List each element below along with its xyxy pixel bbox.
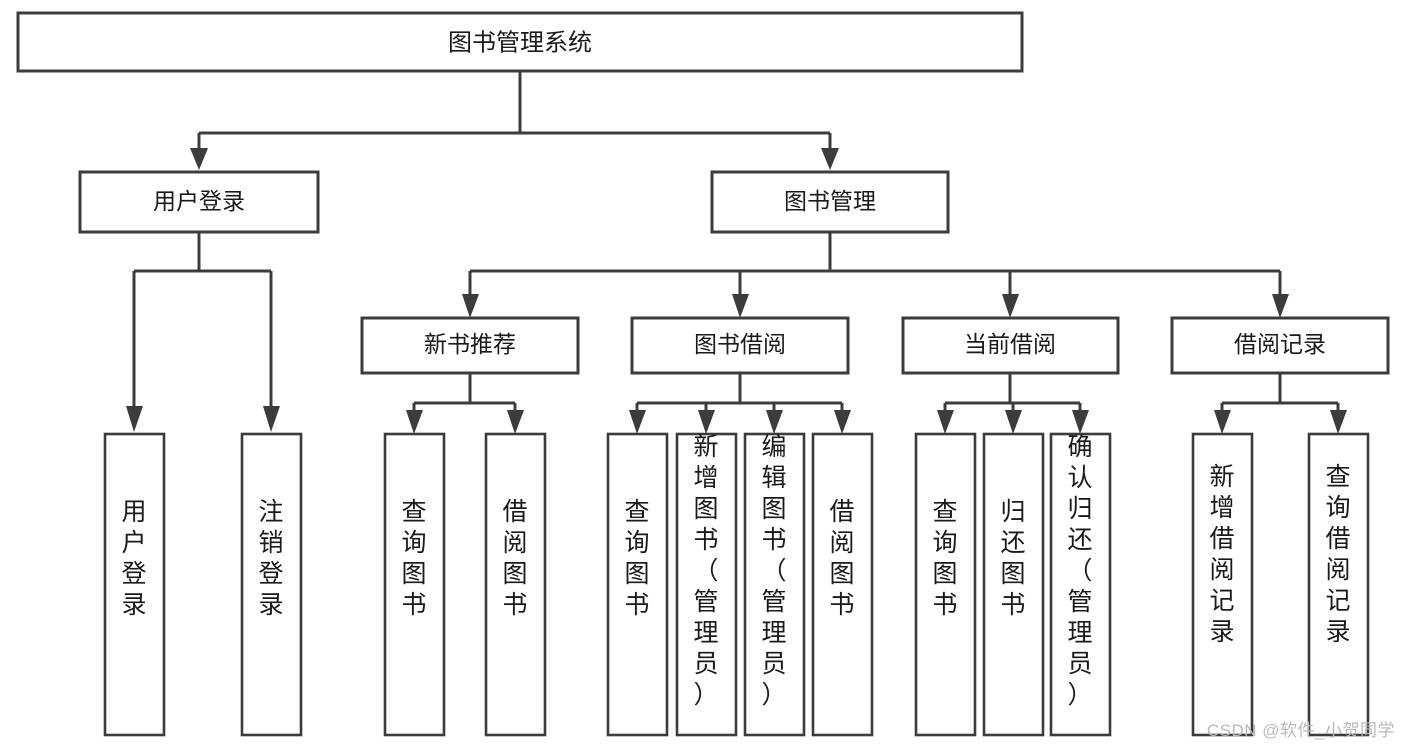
node-book-borrow-box[interactable] (630, 316, 850, 375)
arrowhead-leaf-user-login (126, 406, 143, 432)
node-leaf-edit-book-box[interactable] (743, 432, 806, 737)
node-leaf-add-book-box[interactable] (675, 432, 738, 737)
arrowhead-leaf-add-record (1214, 410, 1231, 434)
node-new-book-rec[interactable]: 新书推荐 (360, 316, 580, 375)
node-new-book-rec-box[interactable] (360, 316, 580, 375)
arrowhead-leaf-query-book-2 (629, 410, 646, 434)
arrowhead-leaf-confirm-return (1072, 410, 1089, 434)
node-leaf-query-book-2-label: 查询图书 (624, 498, 649, 619)
node-leaf-query-book-1-box[interactable] (383, 432, 446, 737)
node-leaf-edit-book-label: 编辑图书（管理员） (761, 433, 786, 709)
node-leaf-return-book-box[interactable] (982, 432, 1045, 737)
node-borrow-record-box[interactable] (1170, 316, 1390, 375)
node-leaf-borrow-book-1-label: 借阅图书 (502, 498, 527, 619)
arrowhead-leaf-query-book-3 (937, 410, 954, 434)
node-leaf-borrow-book-2-box[interactable] (811, 432, 874, 737)
node-leaf-confirm-return-box[interactable] (1049, 432, 1112, 737)
connector-layer (126, 71, 1347, 434)
node-leaf-query-book-2-box[interactable] (606, 432, 669, 737)
node-root[interactable]: 图书管理系统 (16, 11, 1024, 73)
node-leaf-user-logout-box[interactable] (240, 432, 303, 737)
arrowhead-leaf-borrow-book-2 (834, 410, 851, 434)
arrowhead-user-login (190, 148, 208, 170)
node-leaf-query-book-2[interactable]: 查询图书 (606, 432, 669, 737)
node-leaf-query-record[interactable]: 查询借阅记录 (1307, 432, 1370, 737)
node-leaf-query-record-box[interactable] (1307, 432, 1370, 737)
node-leaf-add-book[interactable]: 新增图书（管理员） (675, 432, 738, 737)
node-leaf-return-book-label: 归还图书 (1000, 498, 1025, 619)
arrowhead-book-borrow (732, 294, 749, 318)
node-leaf-borrow-book-2[interactable]: 借阅图书 (811, 432, 874, 737)
node-leaf-user-login-label: 用户登录 (121, 498, 146, 619)
arrowhead-borrow-record (1272, 294, 1289, 318)
node-leaf-query-book-3-label: 查询图书 (932, 498, 957, 619)
node-leaf-user-logout-label: 注销登录 (258, 498, 283, 619)
arrowhead-leaf-edit-book (766, 410, 783, 434)
node-book-manage-label: 图书管理 (784, 188, 876, 214)
node-current-borrow-box[interactable] (901, 316, 1120, 375)
node-current-borrow-label: 当前借阅 (964, 331, 1056, 357)
node-root-label: 图书管理系统 (448, 29, 592, 56)
node-leaf-confirm-return-label: 确认归还（管理员） (1067, 433, 1092, 709)
node-leaf-borrow-book-2-label: 借阅图书 (829, 498, 854, 619)
node-leaf-add-record-label: 新增借阅记录 (1209, 463, 1234, 646)
node-new-book-rec-label: 新书推荐 (424, 331, 516, 357)
node-leaf-add-record[interactable]: 新增借阅记录 (1191, 432, 1254, 737)
node-leaf-query-book-3-box[interactable] (914, 432, 977, 737)
node-leaf-return-book[interactable]: 归还图书 (982, 432, 1045, 737)
arrowhead-leaf-add-book (698, 410, 715, 434)
arrowhead-leaf-query-book-1 (406, 410, 423, 434)
node-user-login-label: 用户登录 (153, 188, 245, 214)
node-leaf-user-login-box[interactable] (103, 432, 166, 737)
node-leaf-query-book-1[interactable]: 查询图书 (383, 432, 446, 737)
node-leaf-add-record-box[interactable] (1191, 432, 1254, 737)
node-leaf-borrow-book-1-box[interactable] (484, 432, 547, 737)
node-leaf-confirm-return[interactable]: 确认归还（管理员） (1049, 432, 1112, 737)
arrowhead-leaf-borrow-book-1 (507, 410, 524, 434)
node-leaf-query-record-label: 查询借阅记录 (1325, 463, 1350, 646)
arrowhead-leaf-user-logout (263, 406, 280, 432)
node-leaf-user-login[interactable]: 用户登录 (103, 432, 166, 737)
node-book-borrow[interactable]: 图书借阅 (630, 316, 850, 375)
node-borrow-record-label: 借阅记录 (1234, 331, 1326, 357)
node-book-manage-box[interactable] (710, 170, 950, 234)
node-leaf-query-book-1-label: 查询图书 (401, 498, 426, 619)
arrowhead-current-borrow (1002, 294, 1019, 318)
node-current-borrow[interactable]: 当前借阅 (901, 316, 1120, 375)
node-leaf-edit-book[interactable]: 编辑图书（管理员） (743, 432, 806, 737)
node-book-manage[interactable]: 图书管理 (710, 170, 950, 234)
node-borrow-record[interactable]: 借阅记录 (1170, 316, 1390, 375)
node-leaf-query-book-3[interactable]: 查询图书 (914, 432, 977, 737)
node-leaf-borrow-book-1[interactable]: 借阅图书 (484, 432, 547, 737)
node-user-login-box[interactable] (78, 170, 320, 234)
node-leaf-add-book-label: 新增图书（管理员） (693, 433, 718, 709)
node-root-box[interactable] (16, 11, 1024, 73)
arrowhead-leaf-query-record (1330, 410, 1347, 434)
node-user-login[interactable]: 用户登录 (78, 170, 320, 234)
node-leaf-user-logout[interactable]: 注销登录 (240, 432, 303, 737)
node-book-borrow-label: 图书借阅 (694, 331, 786, 357)
arrowhead-book-manage (821, 148, 839, 170)
arrowhead-new-book-rec (462, 294, 479, 318)
arrowhead-leaf-return-book (1005, 410, 1022, 434)
